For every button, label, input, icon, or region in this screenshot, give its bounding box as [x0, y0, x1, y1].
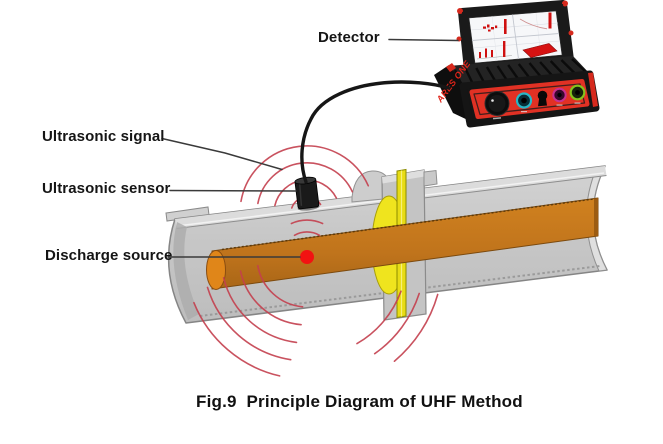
- flange-step-collar: [423, 169, 438, 187]
- front-panel: [459, 70, 600, 128]
- pipe-left-opening: [173, 222, 199, 320]
- base-corner-trim: [446, 63, 456, 72]
- screen-charts: [470, 12, 561, 62]
- detector-device: ARES ONE: [434, 0, 600, 128]
- ultrasonic-sensor-device: [294, 176, 320, 211]
- ultrasonic-signal-label: Ultrasonic signal: [42, 128, 165, 145]
- connector-magenta: [552, 87, 567, 106]
- base-edge-trim-right: [588, 72, 598, 107]
- connector-keyhole: [537, 90, 548, 107]
- tablet-corner-accent: [562, 0, 568, 7]
- figure-caption: Fig.9 Principle Diagram of UHF Method: [196, 392, 523, 411]
- sensor-cable: [300, 80, 451, 184]
- tablet-edge-accent: [568, 30, 574, 36]
- detector-label: Detector: [318, 29, 380, 46]
- pipe-group: [165, 165, 608, 324]
- detector-leader-line: [388, 38, 459, 42]
- detector-tablet: [456, 0, 575, 74]
- ultrasonic-signal-leader-line: [161, 137, 283, 171]
- ultrasonic-arcs-lower-left: [193, 264, 304, 377]
- ultrasonic-sensor-label: Ultrasonic sensor: [42, 180, 171, 197]
- connector-teal: [515, 92, 533, 113]
- panel-knob: [484, 91, 510, 120]
- base-left-face: [434, 65, 472, 122]
- conductor-end-cap: [206, 250, 226, 290]
- ultrasonic-arcs-lower-right: [356, 290, 439, 362]
- discharge-dot: [300, 250, 314, 264]
- tablet-corner-accent: [457, 8, 463, 14]
- ultrasonic-arcs-inner: [290, 219, 324, 237]
- ultrasonic-sensor-leader-line: [169, 189, 297, 192]
- connector-green: [569, 84, 586, 104]
- discharge-source-label: Discharge source: [45, 247, 173, 264]
- conductor: [206, 197, 599, 290]
